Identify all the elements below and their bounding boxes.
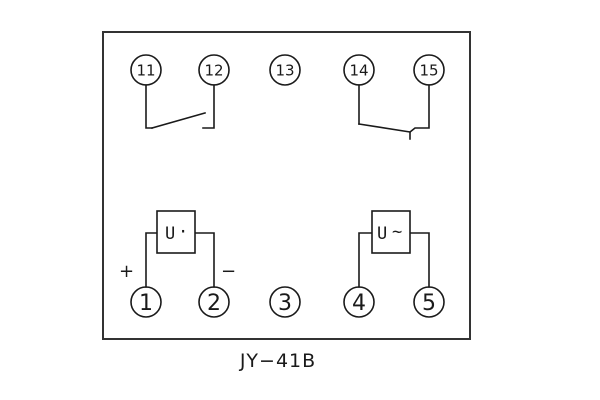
contact-15-lead: [409, 84, 430, 140]
terminal-15: 15: [413, 54, 445, 86]
coil-ac-lead-left: [358, 232, 373, 288]
polarity-minus: −: [221, 261, 236, 282]
coil-dc-box: [156, 210, 196, 254]
terminal-11: 11: [130, 54, 162, 86]
contact-12-lead: [202, 84, 215, 129]
terminal-5: 5: [413, 286, 445, 318]
terminal-4: 4: [343, 286, 375, 318]
polarity-plus: +: [119, 261, 134, 282]
contact-11-lead: [145, 84, 153, 129]
terminal-3: 3: [269, 286, 301, 318]
contact-14-15-blade: [358, 123, 411, 133]
coil-dc-lead-left: [145, 232, 158, 288]
coil-dc: U ·: [145, 210, 215, 288]
coil-ac-label: U: [377, 224, 387, 244]
terminal-2-label: 2: [207, 291, 221, 316]
coil-ac-box: [371, 210, 411, 254]
terminal-14-label: 14: [349, 62, 368, 80]
coil-ac-symbol: ~: [392, 222, 402, 242]
model-caption: JY−41B: [239, 350, 316, 372]
coil-dc-lead-right: [194, 232, 215, 288]
terminal-3-label: 3: [278, 291, 292, 316]
terminal-14: 14: [343, 54, 375, 86]
coil-dc-label: U: [165, 224, 175, 244]
terminal-4-label: 4: [352, 291, 366, 316]
terminal-13: 13: [269, 54, 301, 86]
coil-ac-lead-right: [409, 232, 430, 288]
terminal-5-label: 5: [422, 291, 436, 316]
terminal-12: 12: [198, 54, 230, 86]
terminal-15-label: 15: [419, 62, 438, 80]
contact-11-12: [145, 84, 215, 129]
terminal-11-label: 11: [136, 62, 155, 80]
terminal-2: 2: [198, 286, 230, 318]
terminal-13-label: 13: [275, 62, 294, 80]
terminal-1: 1: [130, 286, 162, 318]
coil-ac: U ~: [358, 210, 430, 288]
coil-dc-symbol: ·: [178, 222, 188, 242]
terminal-1-label: 1: [139, 291, 153, 316]
contact-11-12-blade: [151, 112, 206, 129]
relay-outline-frame: [102, 31, 471, 340]
terminal-12-label: 12: [204, 62, 223, 80]
contact-14-15: [358, 84, 430, 140]
